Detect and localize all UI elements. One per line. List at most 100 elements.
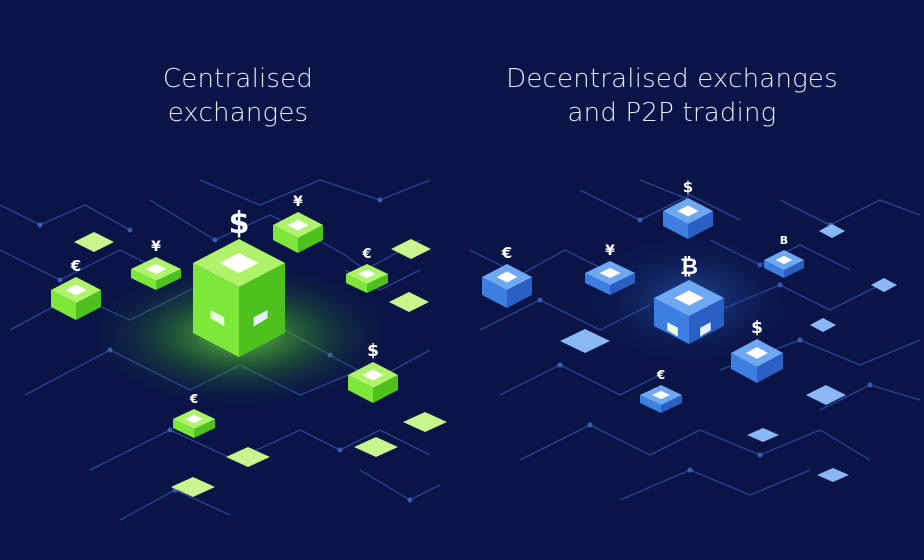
green-euro-cube-bottom: € [173,392,215,438]
currency-symbol: ¥ [151,239,161,255]
cube-top-inset [145,263,167,275]
circuit-node [337,447,343,453]
green-yen-cube-small: ¥ [131,239,181,290]
cube-right-face [610,273,635,295]
green-tile [171,477,215,497]
cube-right-face [661,395,682,413]
blue-tile [871,278,897,292]
circuit-line [519,424,701,461]
circuit-node [212,237,218,243]
circuit-node [637,217,643,223]
cube-left-face [273,225,298,253]
green-euro-cube: € [51,257,101,320]
cube-top-inset [496,271,518,283]
blue-tile [806,385,846,405]
circuit-line [299,229,421,271]
cube-right-face [239,263,285,357]
blue-tile [810,318,836,332]
currency-symbol: $ [367,341,379,361]
circuit-node [587,422,593,428]
blue-dollar-cube-top: $ [663,178,713,239]
title-right-line1: Decentralised exchanges [506,64,838,94]
circuit-node [867,382,873,388]
blue-central-bitcoin-cube: ₿ [654,255,724,344]
cube-top-inset [674,290,704,306]
currency-symbol: € [361,247,371,262]
cube-top-inset [185,414,203,424]
circuit-node [757,452,763,458]
title-right-line2: and P2P trading [567,98,777,128]
circuit-line [199,179,431,206]
cube-window-right [700,322,711,337]
currency-symbol: € [189,392,198,406]
circuit-node [57,277,63,283]
blue-tile [560,329,610,353]
blue-tile [817,468,849,482]
circuit-node [407,497,413,503]
cube-left-face [348,375,373,403]
currency-symbol: $ [683,178,693,196]
blue-bitcoin-cube-small: B [764,234,804,278]
circuit-node [557,362,563,368]
title-left-line1: Centralised [162,64,314,94]
green-yen-cube-top: ¥ [273,194,323,253]
circuit-line [299,429,431,456]
circuit-line [499,364,661,396]
cube-right-face [367,274,388,293]
green-dollar-cube-right: $ [348,341,398,403]
cube-right-face [76,290,101,320]
blue-tile [747,428,779,442]
circuit-node [797,337,803,343]
cube-top-inset [746,347,768,359]
cube-top-inset [775,255,793,265]
circuit-node [37,222,43,228]
cube-right-face [156,269,181,290]
currency-symbol: € [501,244,512,262]
cube-window-right [253,310,268,327]
cube-left-face [731,353,757,383]
cube-left-face [173,419,194,438]
circuit-line [779,199,921,226]
cube-left-face [482,277,507,308]
currency-symbol: ₿ [680,255,698,280]
cube-window-left [210,310,225,327]
cube-top-inset [362,369,384,381]
cube-right-face [373,375,398,403]
cube-left-face [585,273,610,295]
centralised-exchanges-title: Centralised exchanges [28,62,448,130]
cube-right-face [298,225,323,253]
circuit-node [377,197,383,203]
cube-left-face [51,290,76,320]
cube-left-face [663,211,688,239]
cube-top-inset [65,284,87,296]
cube-top-inset [287,219,309,231]
cube-right-face [688,211,713,239]
circuit-node [537,297,543,303]
currency-symbol: B [780,234,788,247]
blue-yen-cube: ¥ [585,243,635,295]
cube-left-face [346,274,367,293]
cube-left-face [764,260,784,278]
circuit-line [699,429,871,461]
blue-tile [819,224,845,238]
circuit-line [619,469,811,501]
cube-right-face [194,419,215,438]
cube-left-face [654,298,689,344]
cube-right-face [507,277,532,308]
green-tiles [74,232,447,497]
circuit-line [579,189,741,221]
circuit-line [469,249,606,276]
circuit-node [687,467,693,473]
currency-symbol: € [656,368,665,382]
green-central-dollar-cube: $ [193,206,285,357]
currency-symbol: € [70,257,81,275]
circuit-line [89,429,301,471]
blue-tiles [560,224,897,482]
blue-euro-cube-bottom: € [640,368,682,413]
cube-left-face [640,395,661,413]
cube-top-inset [358,269,376,279]
green-tile [74,232,114,252]
green-euro-cube-right: € [346,247,388,293]
decentralised-exchanges-title: Decentralised exchanges and P2P trading [462,62,882,130]
